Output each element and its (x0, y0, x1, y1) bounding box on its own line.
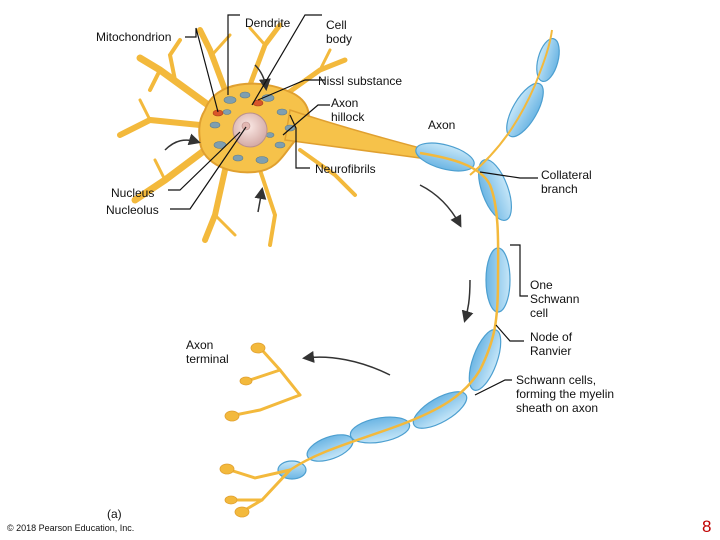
label-axon: Axon (428, 118, 456, 132)
nucleus (232, 112, 268, 148)
dendrites (117, 22, 357, 247)
synaptic-knobs (219, 342, 266, 518)
label-node-of-ranvier: Node of Ranvier (530, 330, 573, 358)
panel-label: (a) (107, 507, 122, 521)
label-one-schwann-cell: One Schwann cell (530, 278, 580, 320)
label-neurofibrils: Neurofibrils (315, 162, 376, 176)
flow-arrows (164, 64, 474, 376)
label-schwann-cells-myelin: Schwann cells, forming the myelin sheath… (516, 373, 615, 415)
label-dendrite: Dendrite (245, 16, 291, 30)
label-collateral-branch: Collateral branch (541, 168, 592, 196)
label-nucleus: Nucleus (111, 186, 155, 200)
copyright-notice: © 2018 Pearson Education, Inc. (7, 523, 135, 533)
label-cell-body: Cell body (326, 18, 353, 46)
slide-number: 8 (702, 517, 712, 536)
label-axon-terminal: Axon terminal (186, 338, 229, 366)
collateral-axon (469, 29, 553, 176)
leader-lines (168, 14, 538, 396)
axon (289, 151, 500, 472)
label-mitochondrion: Mitochondrion (96, 30, 172, 44)
label-axon-hillock: Axon hillock (331, 96, 365, 124)
label-nissl-substance: Nissl substance (318, 74, 403, 88)
nucleolus (241, 121, 251, 131)
label-nucleolus: Nucleolus (106, 203, 159, 217)
axon-terminals (228, 348, 302, 512)
